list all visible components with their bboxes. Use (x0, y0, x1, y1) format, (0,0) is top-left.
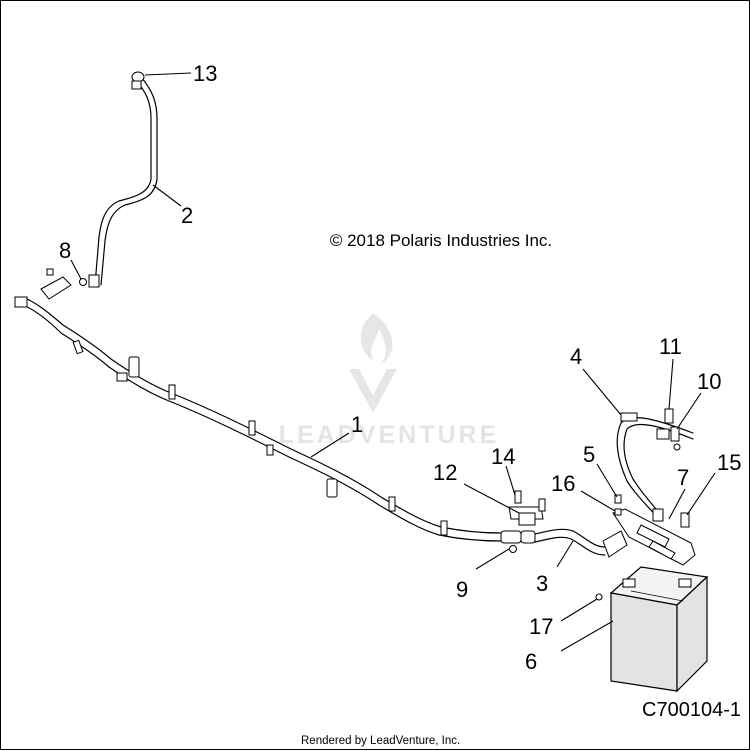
part-12-bracket (508, 506, 544, 526)
leader-10 (676, 392, 702, 430)
part-3-cable (534, 528, 628, 558)
part-8-nut (79, 278, 87, 286)
leader-15 (686, 472, 716, 516)
watermark-v-icon (349, 369, 397, 413)
part-7-bracket (612, 508, 696, 566)
part-5-bolt (614, 494, 622, 504)
leader-lines (70, 72, 716, 652)
leader-3 (556, 540, 574, 568)
part-14-bolts (514, 490, 546, 512)
callout-7: 7 (677, 465, 689, 490)
callout-15: 15 (717, 450, 741, 475)
leader-14 (505, 465, 516, 496)
leader-8 (70, 259, 82, 280)
copyright-notice: © 2018 Polaris Industries Inc. (330, 231, 552, 250)
part-13-terminal-cap (131, 71, 145, 90)
callout-labels: 13 2 8 1 12 14 9 3 4 5 16 11 10 7 15 17 … (59, 61, 741, 674)
watermark-text: LEADVENTURE (279, 421, 500, 449)
leader-7 (668, 488, 686, 520)
leader-17 (560, 598, 598, 622)
part-1-end-terminal (14, 268, 72, 308)
leader-6 (560, 620, 614, 652)
watermark-flame-icon (360, 313, 393, 365)
leader-16 (580, 490, 616, 512)
callout-12: 12 (433, 460, 457, 485)
footer-credit: Rendered by LeadVenture, Inc. (301, 735, 460, 747)
callout-8: 8 (59, 238, 71, 263)
leader-11 (668, 358, 674, 410)
callout-2: 2 (181, 203, 193, 228)
part-1-clips (72, 339, 448, 536)
leader-5 (596, 463, 618, 498)
part-16-nut (614, 508, 622, 516)
part-9-connector (500, 530, 536, 553)
callout-4: 4 (570, 344, 582, 369)
callout-11: 11 (659, 334, 682, 359)
leader-9 (475, 548, 510, 570)
part-2-lower-terminal (88, 274, 100, 288)
diagram-id: C700104-1 (642, 699, 741, 721)
leader-1 (310, 432, 350, 458)
callout-6: 6 (525, 649, 537, 674)
callout-10: 10 (697, 369, 721, 394)
leader-4 (582, 368, 622, 416)
callout-16: 16 (551, 471, 575, 496)
callout-13: 13 (193, 61, 217, 86)
part-17-nut (595, 593, 603, 601)
part-1-main-cable (22, 296, 502, 542)
callout-5: 5 (583, 442, 595, 467)
callout-14: 14 (491, 444, 515, 469)
part-4-cable (616, 412, 694, 522)
part-6-battery (609, 566, 709, 693)
leader-13 (144, 72, 192, 76)
part-10-terminal (670, 426, 681, 451)
part-15-bolt (680, 512, 690, 528)
part-11-bolt (664, 408, 674, 424)
callout-3: 3 (536, 571, 548, 596)
leadventure-watermark: LEADVENTURE (279, 313, 500, 449)
callout-1: 1 (351, 412, 363, 437)
callout-17: 17 (529, 614, 553, 639)
part-2-cable (94, 76, 158, 286)
leader-2 (152, 184, 182, 207)
leader-12 (463, 483, 520, 514)
callout-9: 9 (456, 577, 468, 602)
